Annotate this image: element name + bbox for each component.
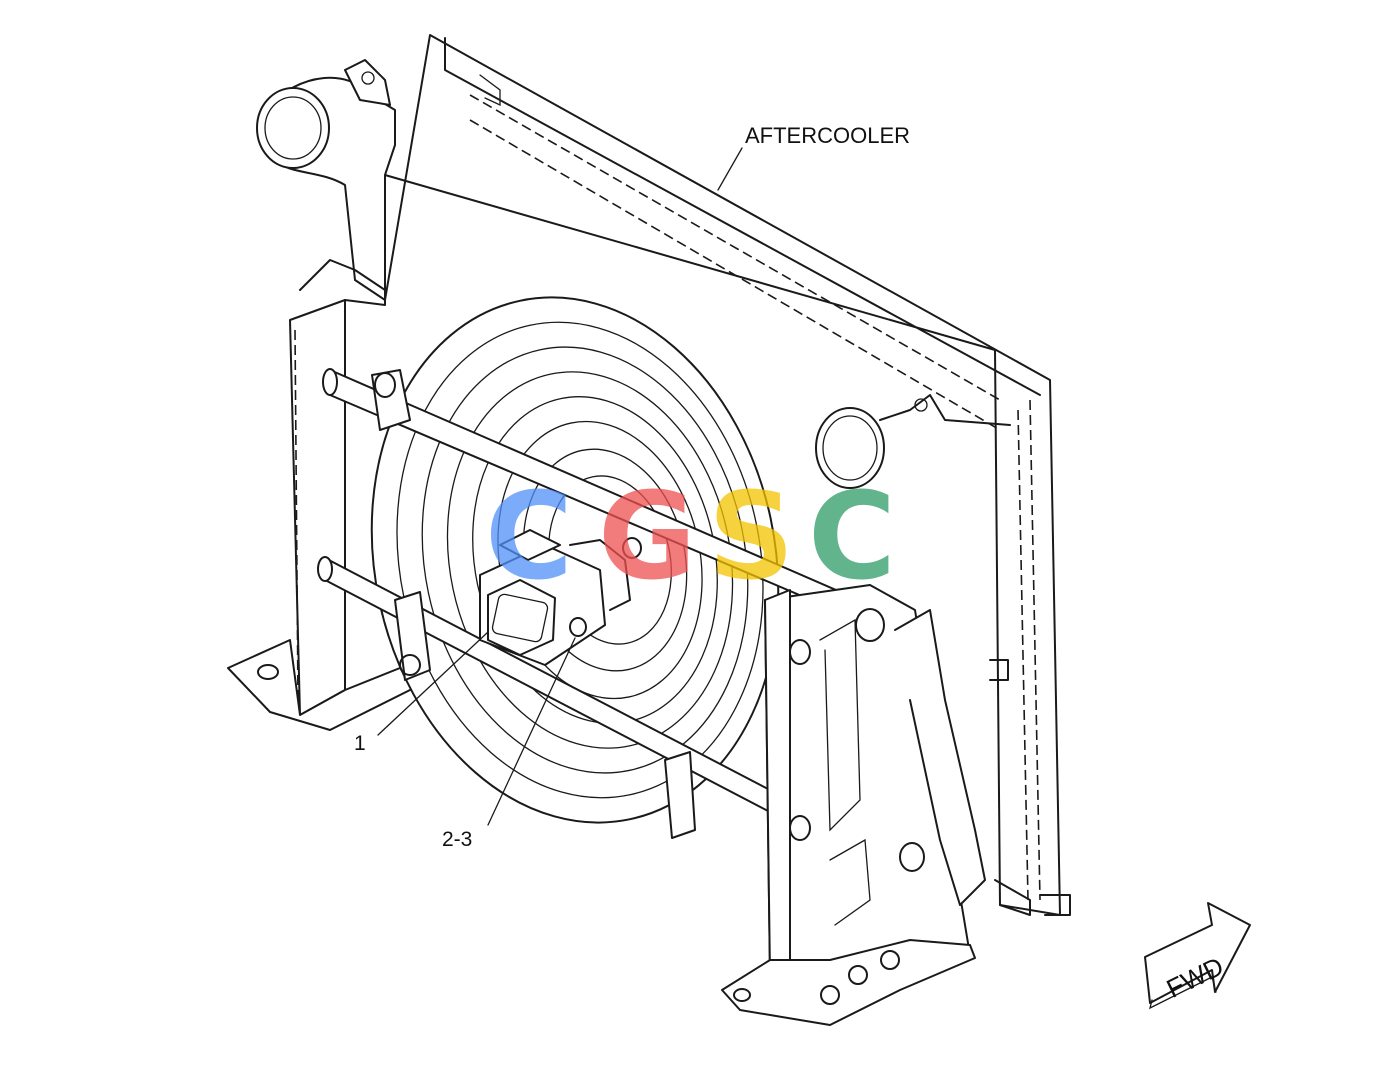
watermark-letter: C (808, 468, 896, 607)
watermark-letter: C (485, 468, 573, 607)
right-mounting-stand (721, 584, 986, 1026)
callout-label-2-3: 2-3 (442, 828, 472, 851)
lower-cross-tube (317, 556, 771, 839)
callout-label-1: 1 (354, 732, 366, 755)
leader-lines (377, 147, 743, 826)
watermark-logo: C G S C (485, 468, 896, 607)
aftercooler-label: AFTERCOOLER (745, 123, 910, 148)
watermark-letter: S (708, 468, 794, 607)
left-inlet-bracket (256, 59, 396, 301)
watermark-letter: G (598, 468, 697, 607)
right-outlet-bracket (815, 394, 1071, 916)
left-mounting-stand (227, 259, 431, 731)
leader-line-1 (377, 631, 489, 736)
leader-line-2-3 (487, 637, 576, 826)
aftercooler-core (384, 34, 1061, 916)
forward-direction-arrow: FWD (1144, 902, 1251, 1010)
part-1-sensor (479, 529, 642, 666)
leader-line-aftercooler (717, 147, 743, 191)
